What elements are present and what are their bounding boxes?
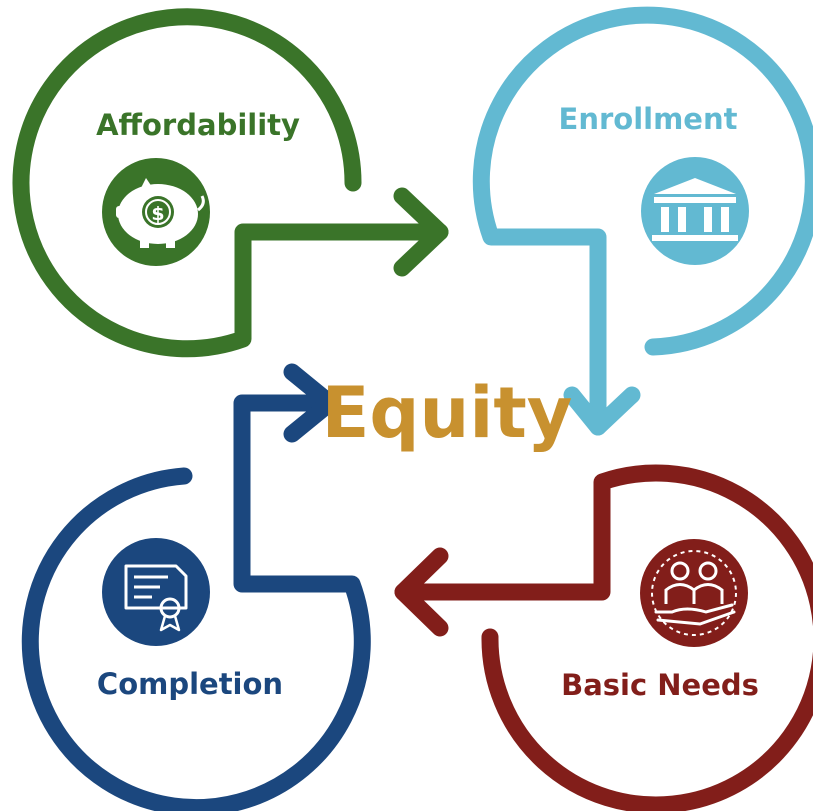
institution-building-icon: [641, 157, 749, 265]
completion-node: Completion: [21, 363, 371, 811]
basic-needs-loop: [394, 464, 813, 811]
center-equity-label: Equity: [322, 372, 573, 454]
certificate-icon: [102, 538, 210, 646]
completion-label: Completion: [97, 667, 283, 701]
completion-arrowhead: [283, 363, 339, 443]
enrollment-label: Enrollment: [559, 102, 738, 136]
piggy-bank-dollar-icon: $: [102, 158, 210, 266]
enrollment-arrowhead: [563, 386, 641, 436]
svg-text:$: $: [151, 203, 164, 225]
enrollment-node: Enrollment: [472, 6, 813, 436]
enrollment-loop: [472, 6, 813, 436]
affordability-loop: [12, 8, 449, 358]
basic-needs-label: Basic Needs: [561, 668, 759, 702]
basic-needs-node: Basic Needs: [394, 464, 813, 811]
people-in-hand-icon: [640, 539, 748, 647]
affordability-label: Affordability: [96, 108, 300, 142]
affordability-node: Affordability $: [12, 8, 449, 358]
basic-needs-arrowhead: [394, 547, 449, 637]
completion-loop: [21, 394, 371, 811]
affordability-arrowhead: [393, 187, 449, 277]
